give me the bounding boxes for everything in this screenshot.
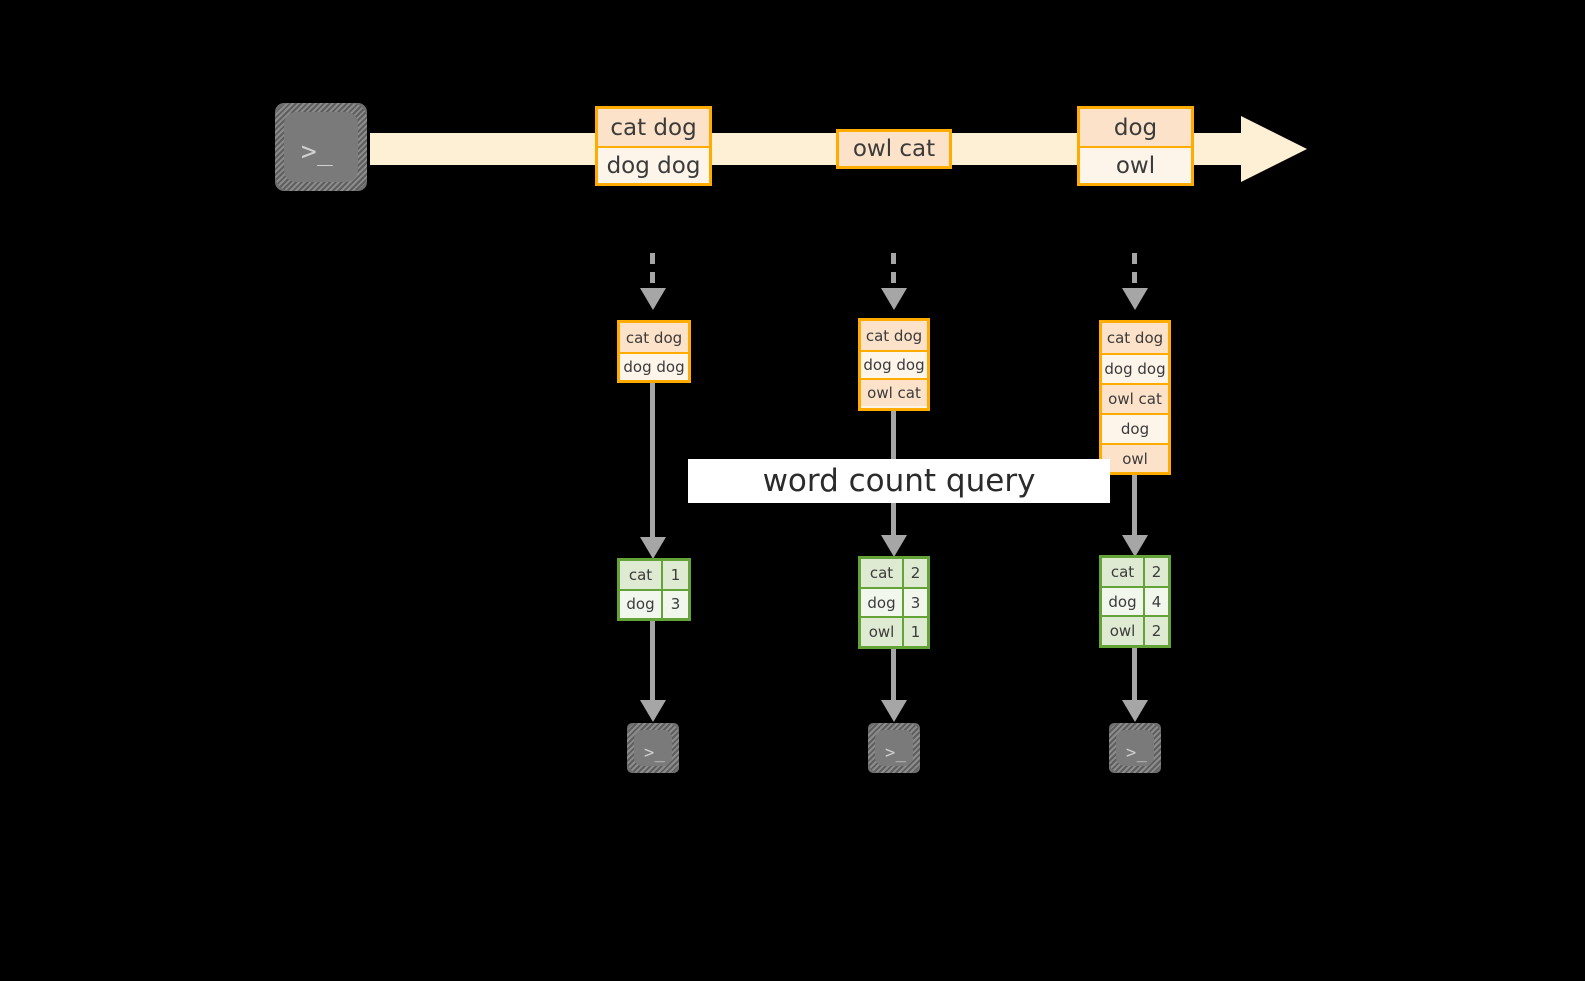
- result-output-line: [1132, 648, 1137, 703]
- snapshot-input-box: cat dog dog dog owl cat: [858, 318, 930, 411]
- result-output-arrowhead-icon: [881, 700, 907, 722]
- result-count-cell: 2: [1145, 617, 1168, 646]
- stream-record-line: dog: [1080, 109, 1191, 146]
- result-word-cell: dog: [861, 588, 904, 617]
- stream-record-line: dog dog: [598, 146, 709, 183]
- result-word-cell: owl: [1102, 617, 1145, 646]
- result-row: cat 1: [620, 561, 688, 589]
- terminal-face: [1116, 730, 1154, 766]
- snapshot-tap-dashed-line: [1132, 253, 1137, 291]
- snapshot-input-line: dog dog: [861, 350, 927, 378]
- result-word-cell: dog: [1102, 587, 1145, 616]
- result-table: cat 2 dog 3 owl 1: [858, 556, 930, 649]
- consumer-terminal: >_: [618, 714, 688, 782]
- consumer-terminal: >_: [859, 714, 929, 782]
- producer-terminal: >_: [266, 94, 376, 200]
- snapshot-input-box: cat dog dog dog: [617, 320, 691, 383]
- terminal-prompt-glyph: >_: [1126, 743, 1148, 763]
- result-output-arrowhead-icon: [1122, 700, 1148, 722]
- snapshot-tap-arrowhead-icon: [881, 288, 907, 310]
- result-count-cell: 3: [904, 588, 927, 617]
- terminal-prompt-glyph: >_: [644, 743, 666, 763]
- stream-record-line: owl cat: [839, 132, 949, 166]
- result-row: owl 1: [861, 616, 927, 647]
- result-output-arrowhead-icon: [640, 700, 666, 722]
- result-row: dog 4: [1102, 585, 1168, 616]
- terminal-face: [875, 730, 913, 766]
- result-row: owl 2: [1102, 615, 1168, 646]
- result-row: dog 3: [861, 586, 927, 617]
- result-count-cell: 3: [663, 590, 688, 618]
- snapshot-tap-dashed-line: [650, 253, 655, 291]
- snapshot-input-line: cat dog: [1102, 323, 1168, 353]
- result-word-cell: cat: [1102, 558, 1145, 586]
- snapshot-tap-dashed-line: [891, 253, 896, 291]
- query-flow-arrowhead-icon: [881, 535, 907, 557]
- snapshot-tap-arrowhead-icon: [640, 288, 666, 310]
- result-count-cell: 1: [663, 561, 688, 589]
- snapshot-input-line: owl cat: [1102, 383, 1168, 413]
- result-count-cell: 2: [904, 559, 927, 587]
- result-count-cell: 2: [1145, 558, 1168, 586]
- stream-arrowhead-icon: [1241, 116, 1307, 182]
- result-word-cell: owl: [861, 618, 904, 647]
- query-flow-line: [1132, 475, 1137, 540]
- result-row: dog 3: [620, 588, 688, 618]
- result-output-line: [891, 649, 896, 703]
- query-flow-arrowhead-icon: [1122, 535, 1148, 557]
- snapshot-input-line: dog dog: [620, 352, 688, 380]
- query-flow-line: [650, 383, 655, 542]
- snapshot-input-line: owl cat: [861, 378, 927, 406]
- terminal-prompt-glyph: >_: [301, 137, 334, 167]
- terminal-face: [634, 730, 672, 766]
- consumer-terminal: >_: [1100, 714, 1170, 782]
- stream-record: dog owl: [1077, 106, 1194, 186]
- result-word-cell: cat: [861, 559, 904, 587]
- terminal-prompt-glyph: >_: [885, 743, 907, 763]
- result-word-cell: dog: [620, 590, 663, 618]
- result-output-line: [650, 621, 655, 703]
- stream-record: owl cat: [836, 129, 952, 169]
- snapshot-tap-arrowhead-icon: [1122, 288, 1148, 310]
- snapshot-input-line: cat dog: [861, 321, 927, 350]
- result-row: cat 2: [1102, 558, 1168, 586]
- snapshot-input-line: dog: [1102, 413, 1168, 443]
- result-word-cell: cat: [620, 561, 663, 589]
- result-count-cell: 4: [1145, 587, 1168, 616]
- stream-record-line: owl: [1080, 146, 1191, 183]
- result-count-cell: 1: [904, 618, 927, 647]
- result-table: cat 2 dog 4 owl 2: [1099, 555, 1171, 648]
- stream-record: cat dog dog dog: [595, 106, 712, 186]
- snapshot-input-line: owl: [1102, 443, 1168, 472]
- query-flow-arrowhead-icon: [640, 537, 666, 559]
- result-row: cat 2: [861, 559, 927, 587]
- stream-record-line: cat dog: [598, 109, 709, 146]
- snapshot-input-box: cat dog dog dog owl cat dog owl: [1099, 320, 1171, 475]
- query-label: word count query: [688, 459, 1110, 503]
- snapshot-input-line: dog dog: [1102, 353, 1168, 383]
- snapshot-input-line: cat dog: [620, 323, 688, 352]
- result-table: cat 1 dog 3: [617, 558, 691, 621]
- terminal-face: [284, 112, 358, 182]
